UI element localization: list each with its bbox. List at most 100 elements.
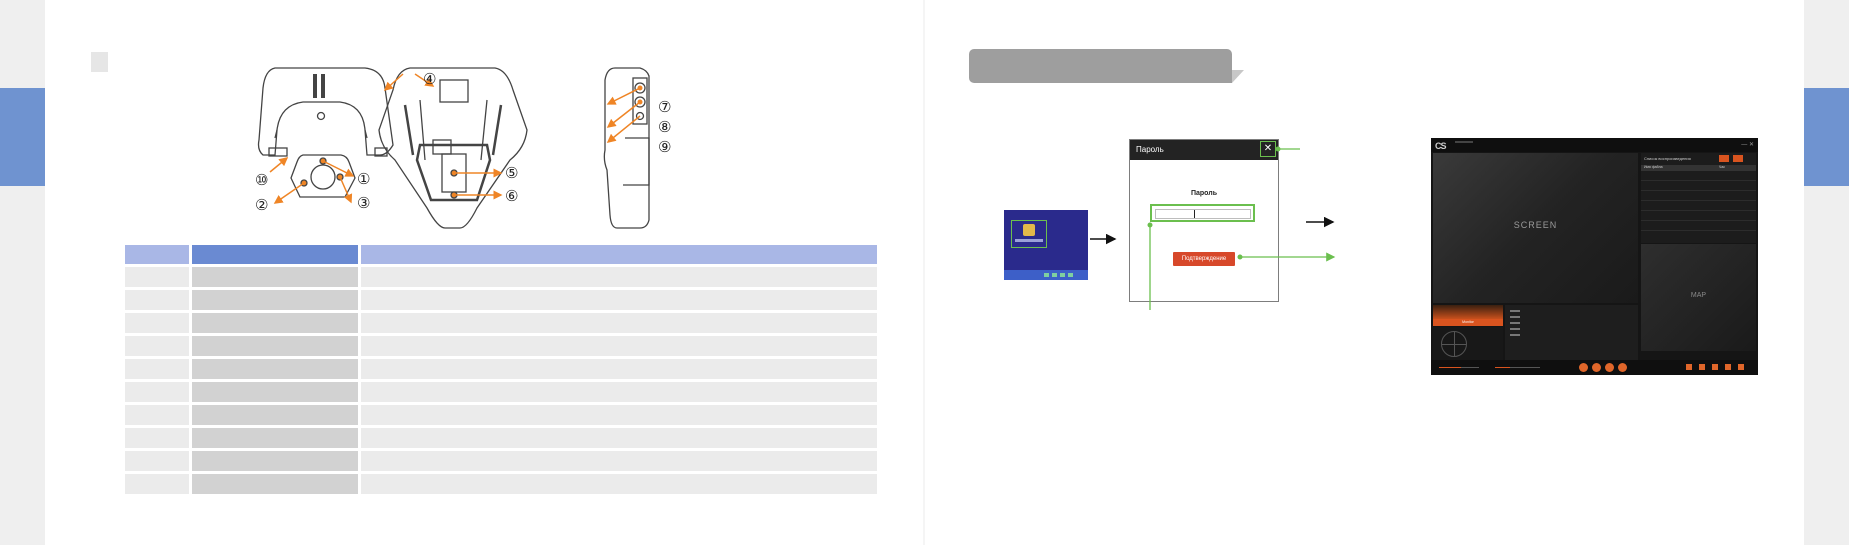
banner-fold	[1232, 70, 1244, 83]
close-app-icon[interactable]	[1738, 364, 1744, 370]
tray-icon	[1060, 273, 1065, 277]
table-cell	[125, 474, 189, 494]
table-cell	[361, 359, 877, 379]
tray-icon	[1044, 273, 1049, 277]
col-file-name: Имя файла	[1644, 165, 1663, 169]
section-title-banner	[969, 49, 1232, 83]
table-row	[125, 267, 877, 287]
table-cell	[361, 451, 877, 471]
parts-table	[125, 245, 877, 497]
app-shortcut-icon[interactable]	[1011, 220, 1047, 248]
table-row	[125, 405, 877, 425]
telemetry-line	[1510, 328, 1520, 330]
list-item[interactable]	[1641, 213, 1756, 221]
table-row	[125, 428, 877, 448]
table-cell	[192, 405, 358, 425]
table-cell	[125, 267, 189, 287]
volume-fill	[1439, 367, 1461, 368]
logo-subtitle	[1455, 141, 1473, 143]
callout-2: ②	[255, 196, 268, 214]
callout-6: ⑥	[505, 187, 518, 205]
prev-button[interactable]	[1579, 363, 1588, 372]
device-diagram: ④ ⑩ ① ② ③ ⑤ ⑥ ⑦ ⑧ ⑨	[255, 67, 671, 229]
seek-slider[interactable]	[1495, 367, 1540, 368]
playlist-panel: Список воспроизведения Имя файла Час	[1641, 153, 1756, 243]
dialog-titlebar: Пароль ✕	[1130, 140, 1278, 160]
table-cell	[361, 313, 877, 333]
app-icon	[1023, 224, 1035, 236]
table-cell	[361, 428, 877, 448]
list-item[interactable]	[1641, 193, 1756, 201]
fullscreen-icon[interactable]	[1699, 364, 1705, 370]
playlist-title: Список воспроизведения	[1644, 156, 1691, 161]
table-row	[125, 359, 877, 379]
playback-bar	[1431, 360, 1758, 375]
flow-arrows	[1090, 146, 1336, 310]
callout-10: ⑩	[255, 171, 268, 189]
table-cell	[361, 336, 877, 356]
table-cell	[361, 474, 877, 494]
right-chapter-tab	[1804, 88, 1849, 186]
playlist-header: Имя файла Час	[1641, 165, 1756, 171]
graph-tab[interactable]: Monitor	[1433, 319, 1503, 326]
rotate-icon[interactable]	[1712, 364, 1718, 370]
desktop-thumbnail	[1004, 210, 1088, 280]
device-back-view	[378, 67, 528, 229]
list-item[interactable]	[1641, 223, 1756, 231]
table-cell	[192, 359, 358, 379]
stop-button[interactable]	[1605, 363, 1614, 372]
password-input[interactable]	[1155, 209, 1251, 219]
text-caret	[1194, 210, 1195, 218]
password-field-highlight	[1150, 204, 1255, 222]
table-cell	[361, 382, 877, 402]
playlist-add-button[interactable]	[1719, 155, 1729, 162]
table-cell	[361, 290, 877, 310]
table-cell	[192, 267, 358, 287]
confirm-button[interactable]: Подтверждение	[1173, 252, 1235, 266]
table-row	[125, 474, 877, 494]
playlist-folder-button[interactable]	[1733, 155, 1743, 162]
telemetry-line	[1510, 334, 1520, 336]
dialog-title: Пароль	[1136, 145, 1164, 154]
callout-arrows	[269, 73, 641, 204]
shortcut-label	[1015, 239, 1043, 242]
device-front-view	[257, 67, 394, 198]
table-cell	[192, 451, 358, 471]
window-controls[interactable]: — ✕	[1741, 142, 1754, 148]
table-cell	[192, 382, 358, 402]
table-row	[125, 382, 877, 402]
app-titlebar: CS — ✕	[1431, 138, 1758, 152]
left-chapter-tab	[0, 88, 45, 186]
table-cell	[125, 336, 189, 356]
video-screen: SCREEN	[1433, 153, 1638, 303]
tray-icon	[1068, 273, 1073, 277]
table-cell	[125, 290, 189, 310]
table-cell	[192, 428, 358, 448]
table-cell	[192, 474, 358, 494]
header-cell-description	[361, 245, 877, 264]
gsensor-panel	[1433, 327, 1503, 360]
play-button[interactable]	[1592, 363, 1601, 372]
callout-4: ④	[423, 70, 436, 88]
telemetry-panel	[1505, 305, 1638, 360]
callout-9: ⑨	[658, 138, 671, 156]
table-row	[125, 336, 877, 356]
sensor-graph	[1433, 305, 1503, 319]
table-cell	[125, 359, 189, 379]
map-label: MAP	[1690, 292, 1707, 299]
table-row	[125, 313, 877, 333]
map-panel: MAP	[1641, 244, 1756, 351]
telemetry-line	[1510, 322, 1520, 324]
next-button[interactable]	[1618, 363, 1627, 372]
snapshot-icon[interactable]	[1686, 364, 1692, 370]
telemetry-line	[1510, 310, 1520, 312]
list-item[interactable]	[1641, 173, 1756, 181]
table-cell	[125, 428, 189, 448]
list-item[interactable]	[1641, 203, 1756, 211]
section-marker	[91, 52, 108, 72]
password-dialog: Пароль ✕ Пароль Подтверждение	[1129, 139, 1279, 302]
settings-icon[interactable]	[1725, 364, 1731, 370]
gsensor-gauge	[1441, 331, 1467, 357]
list-item[interactable]	[1641, 183, 1756, 191]
table-row	[125, 290, 877, 310]
